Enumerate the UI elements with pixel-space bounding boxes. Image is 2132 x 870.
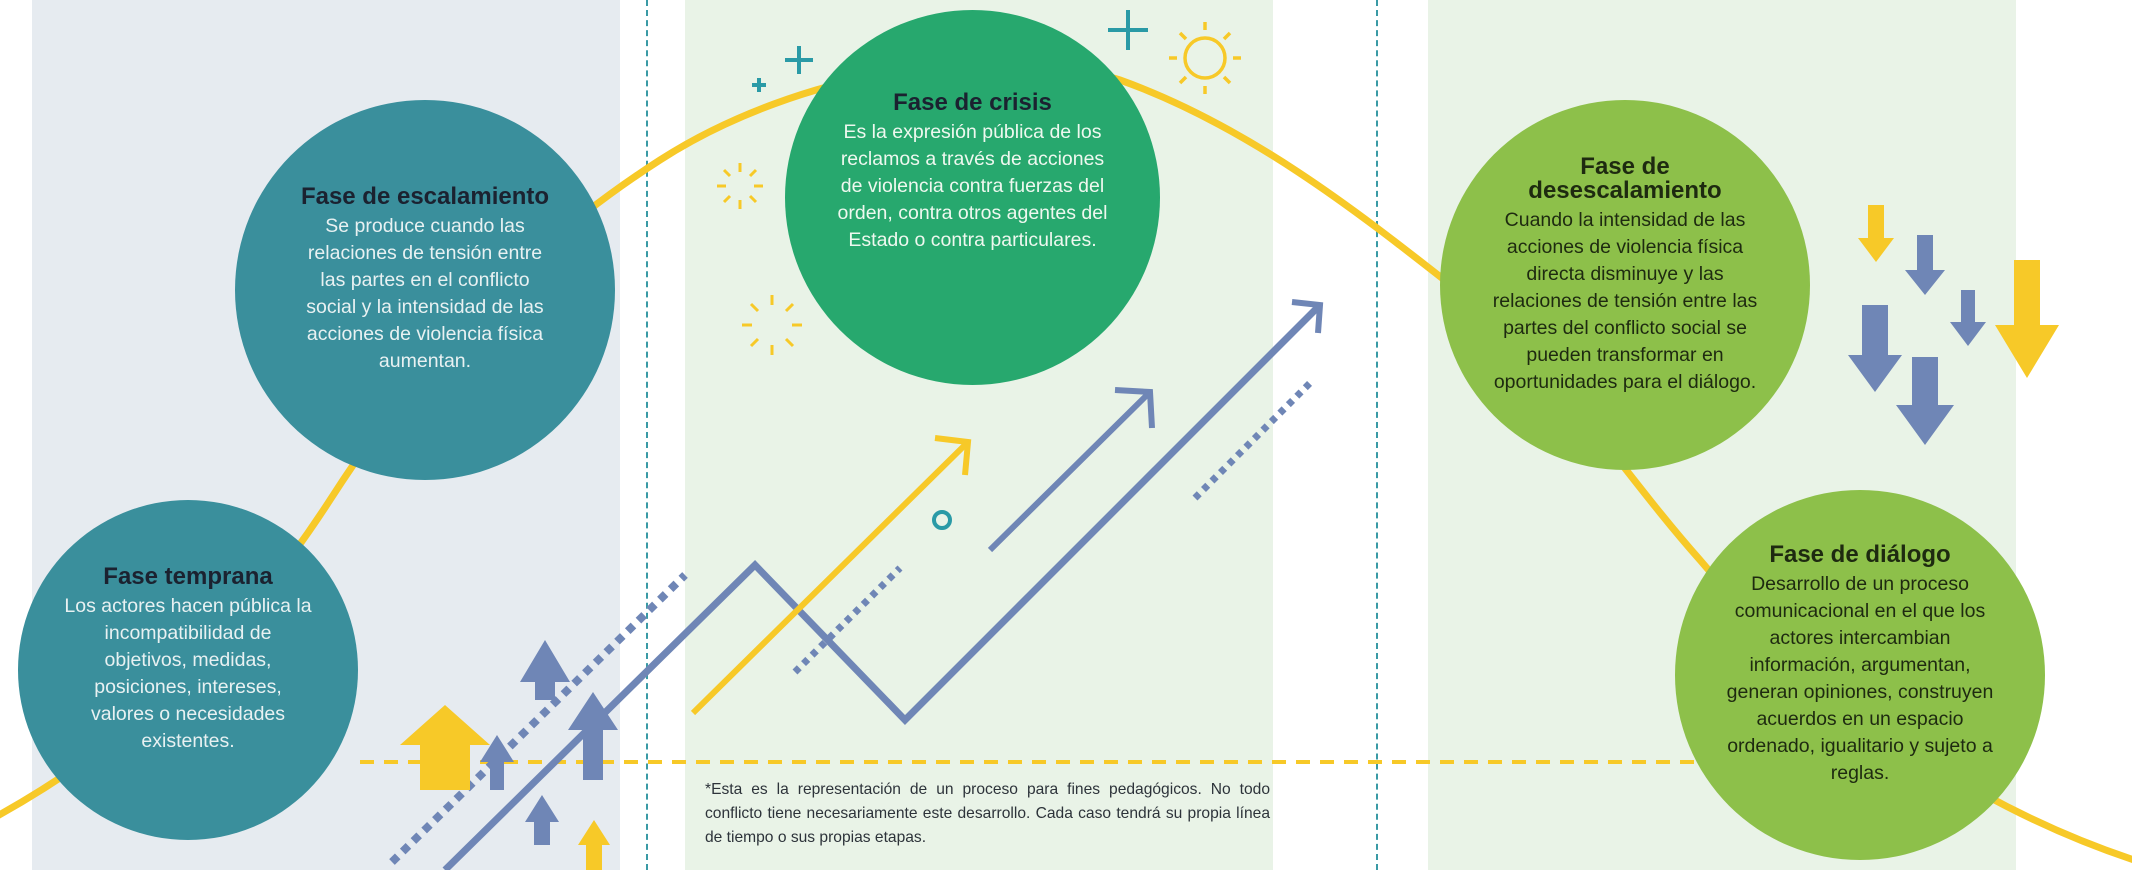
sparkle-icon [717, 163, 802, 355]
phase-crisis-circle: Fase de crisis Es la expresión pública d… [785, 10, 1160, 385]
phase-escalation-circle: Fase de escalamiento Se produce cuando l… [235, 100, 615, 480]
phase-deescalation-body: Cuando la intensidad de las acciones de … [1492, 208, 1758, 393]
phase-dialogue-title: Fase de diálogo [1769, 541, 1951, 568]
phase-early-circle: Fase temprana Los actores hacen pública … [18, 500, 358, 840]
dotted-line-3 [1192, 380, 1313, 501]
phase-early-body: Los actores hacen pública la incompatibi… [64, 595, 312, 752]
phase-deescalation-circle: Fase de desescalamiento Cuando la intens… [1440, 100, 1810, 470]
phase-crisis-body: Es la expresión pública de los reclamos … [837, 121, 1108, 251]
sun-icon [1169, 22, 1241, 94]
phase-early-title: Fase temprana [103, 563, 273, 590]
phase-dialogue-circle: Fase de diálogo Desarrollo de un proceso… [1675, 490, 2045, 860]
down-arrows-group [1848, 205, 2059, 445]
small-ring-icon [932, 510, 952, 530]
up-arrows-group [400, 640, 618, 870]
phase-escalation-body: Se produce cuando las relaciones de tens… [306, 215, 544, 372]
phase-deescalation-title: Fase de desescalamiento [1528, 152, 1722, 204]
phase-crisis-title: Fase de crisis [893, 89, 1052, 116]
phase-dialogue-body: Desarrollo de un proceso comunicacional … [1726, 573, 1994, 784]
dotted-line-2 [792, 565, 903, 675]
phase-escalation-title: Fase de escalamiento [300, 183, 550, 210]
footnote-text: *Esta es la representación de un proceso… [705, 781, 1270, 846]
blue-diagonal-arrow [987, 389, 1153, 553]
yellow-diagonal-arrow [690, 439, 971, 716]
zigzag-arrow-head [1291, 299, 1324, 334]
divider-line-1 [646, 0, 648, 870]
divider-line-2 [1376, 0, 1378, 870]
plus-icon [752, 10, 1148, 92]
